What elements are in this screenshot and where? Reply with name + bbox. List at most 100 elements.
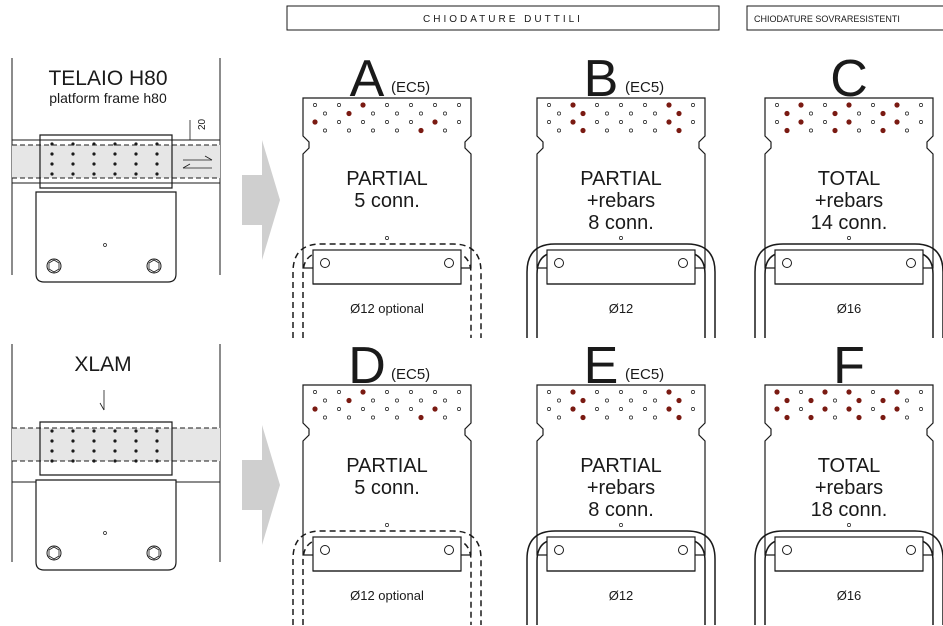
bolt-hole [554,545,564,555]
nail-connector [808,397,814,404]
nail-hole [905,111,909,116]
nail-hole [547,120,551,124]
nail-dot [113,172,117,176]
nail-connector [666,389,672,395]
nail-hole [833,415,837,420]
nail-hole [385,390,389,394]
nail-connector [822,389,828,395]
nail-connector [346,397,352,404]
nail-hole [871,103,875,107]
arrow-top [242,140,280,260]
nail-hole [605,111,609,116]
bolt-hole [678,258,688,268]
nail-dot [50,429,54,433]
plate-bottom [312,536,462,572]
nail-dot [155,459,159,463]
nail-dot [71,142,75,146]
nail-hole [595,120,599,124]
nail-hole [619,120,623,124]
nail-dot [71,172,75,176]
nail-connector [798,102,804,108]
rebar-outer [526,530,716,625]
nail-hole [395,398,399,403]
nail-hole [323,415,327,420]
nail-hole [595,390,599,394]
nail-dot [50,439,54,443]
bolt-label: Ø12 [609,301,634,316]
nail-connector [798,119,804,125]
nail-hole [371,415,375,420]
nail-connector [312,406,318,412]
nail-connector [894,406,900,412]
panel-text-line: PARTIAL [346,455,428,477]
nail-hole [629,111,633,116]
nail-hole [457,390,461,394]
nail-connector [570,389,576,395]
nail-hole [919,103,923,107]
nail-hole [347,415,351,420]
nail-dot [71,449,75,453]
nail-dot [71,162,75,166]
plate-bottom [312,249,462,285]
nail-dot [113,152,117,156]
nail-dot [155,162,159,166]
bolt-label: Ø12 [609,588,634,603]
nail-hole [619,407,623,411]
center-hole [385,523,389,527]
nail-connector [346,110,352,117]
nail-hole [323,398,327,403]
nail-hole [653,111,657,116]
nail-connector [418,414,424,421]
nail-hole [557,398,561,403]
nail-hole [919,120,923,124]
nail-hole [691,103,695,107]
nail-dot [134,449,138,453]
panel-text-line: 8 conn. [588,212,654,234]
nail-dot [92,459,96,463]
nail-connector [580,414,586,421]
nail-connector [894,389,900,395]
nail-connector [822,406,828,412]
panel-letter-subscript: (EC5) [625,366,664,383]
nail-hole [323,128,327,133]
nail-hole [395,111,399,116]
panel-text-line: 5 conn. [354,190,420,212]
nail-hole [443,415,447,420]
nail-hole [557,128,561,133]
nail-connector [784,414,790,421]
nail-connector [580,397,586,404]
nail-hole [629,398,633,403]
nail-hole [337,390,341,394]
nail-dot [50,459,54,463]
nail-connector [880,397,886,404]
bolt-hole [554,258,564,268]
nail-hole [337,103,341,107]
nail-hole [371,128,375,133]
nail-hole [691,390,695,394]
nail-hole [409,120,413,124]
center-hole [385,236,389,240]
nail-hole [433,390,437,394]
nail-hole [313,103,317,107]
nail-connector [894,119,900,125]
nail-hole [871,407,875,411]
nail-dot [134,439,138,443]
nail-dot [50,172,54,176]
nail-hole [547,390,551,394]
nail-dot [134,459,138,463]
nail-hole [619,103,623,107]
plate-bottom [546,249,696,285]
nail-hole [395,128,399,133]
nail-dot [113,439,117,443]
nail-dot [92,142,96,146]
plate-bottom [774,536,924,572]
bolt-hole [906,258,916,268]
left-bottom-title: XLAM [74,353,131,376]
nail-hole [823,103,827,107]
nail-connector [676,127,682,134]
nail-dot [71,152,75,156]
nail-hole [857,111,861,116]
panel-letter-subscript: (EC5) [391,79,430,96]
